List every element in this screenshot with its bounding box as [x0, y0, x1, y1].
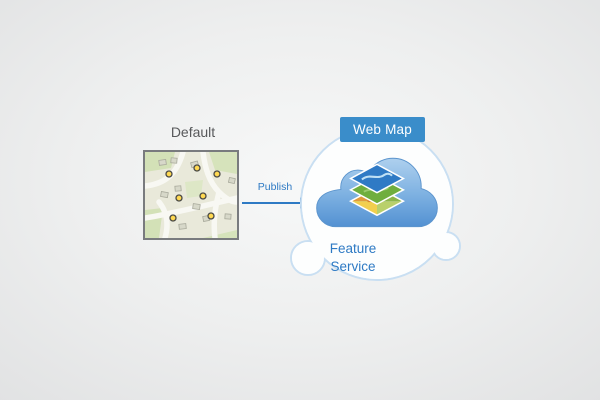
map-roads — [145, 152, 237, 238]
map-thumbnail-art — [145, 152, 237, 238]
publish-label: Publish — [257, 181, 293, 193]
web-map-badge: Web Map — [340, 117, 425, 142]
feature-service-label: Feature Service — [329, 241, 377, 274]
map-thumbnail — [143, 150, 239, 240]
map-buildings — [158, 157, 236, 230]
cloud-icon — [316, 157, 438, 228]
source-map-label: Default — [170, 124, 216, 140]
map-point-icon — [165, 164, 221, 222]
